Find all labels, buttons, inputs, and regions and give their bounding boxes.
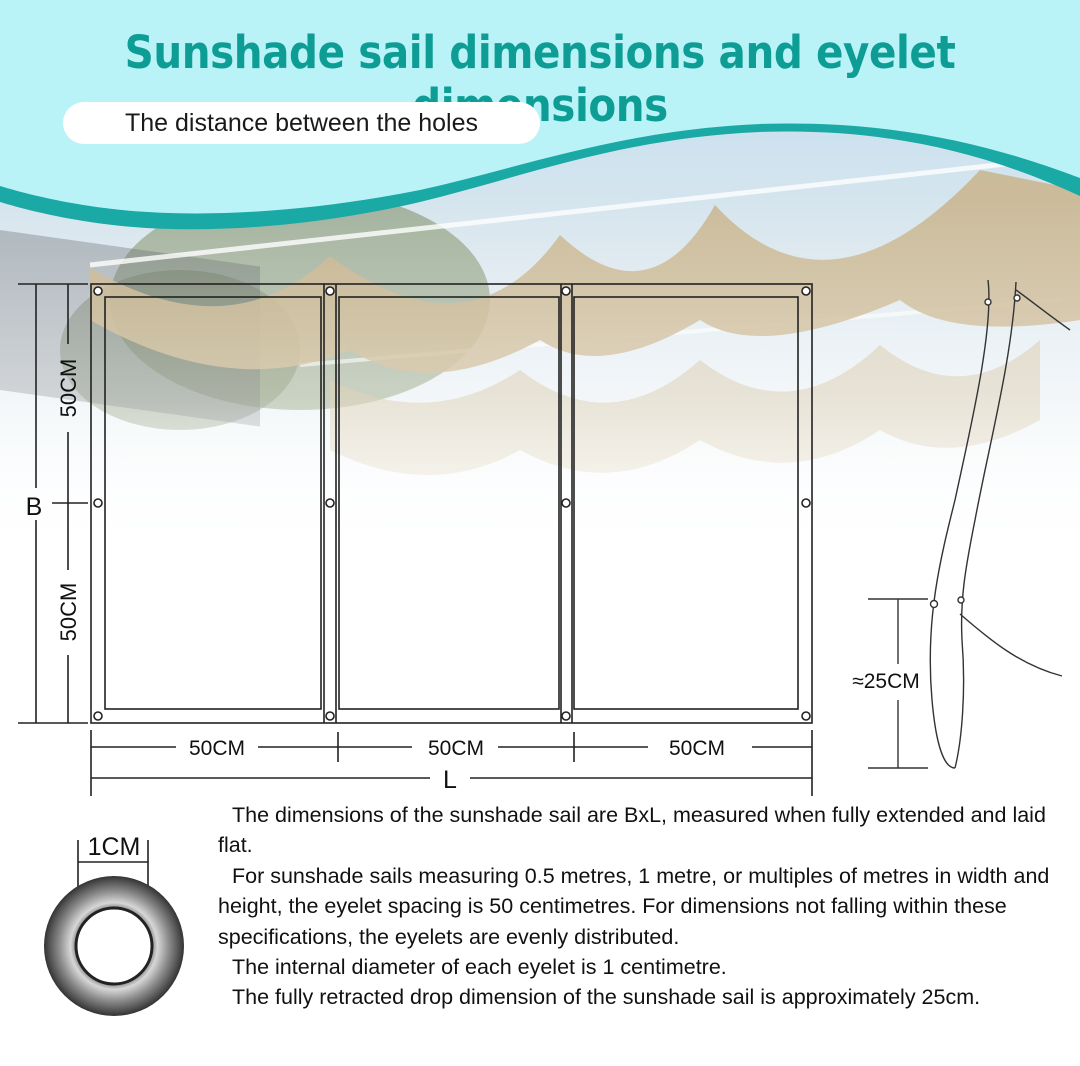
eyelet-hole: [325, 498, 335, 508]
description-paragraph-3: The internal diameter of each eyelet is …: [232, 955, 727, 980]
sail-panel-3: [573, 296, 799, 710]
eyelet-inner: [74, 906, 154, 986]
description-paragraph-2: For sunshade sails measuring 0.5 metres,…: [218, 863, 1050, 949]
eyelet-hole: [801, 286, 811, 296]
width-segment-3: 50CM: [669, 737, 725, 760]
sail-dimension-diagram: B 50CM 50CM 50CM 50CM 50CM L ≈25CM: [18, 279, 1071, 796]
height-segment-2: 50CM: [56, 583, 81, 642]
eyelet-hole: [93, 286, 103, 296]
eyelet-hole: [561, 498, 571, 508]
sail-panel-2: [338, 296, 560, 710]
header-wave: [0, 0, 1080, 230]
subtitle-text: The distance between the holes: [124, 108, 478, 137]
eyelet-label: 1CM: [88, 833, 141, 861]
eyelet-hole: [561, 286, 571, 296]
label-l: L: [443, 766, 457, 794]
eyelet-illustration: 1CM: [44, 833, 184, 1016]
width-segment-2: 50CM: [428, 737, 484, 760]
eyelet-hole: [801, 711, 811, 721]
eyelet-hole: [561, 711, 571, 721]
eyelet-hole: [325, 711, 335, 721]
width-segment-1: 50CM: [189, 737, 245, 760]
eyelet-hole: [93, 711, 103, 721]
height-segment-1: 50CM: [56, 359, 81, 418]
eyelet-hole: [325, 286, 335, 296]
retracted-profile: [868, 279, 1071, 769]
label-b: B: [26, 493, 43, 521]
description-paragraph-1: The dimensions of the sunshade sail are …: [218, 803, 1046, 858]
eyelet-holes: [93, 286, 811, 721]
eyelet-hole: [93, 498, 103, 508]
width-dimension: [90, 730, 813, 796]
canopy-illustration: [0, 170, 1080, 560]
sail-outline: [90, 283, 813, 724]
eyelet-hole: [801, 498, 811, 508]
drop-label: ≈25CM: [852, 670, 920, 693]
sail-panel-1: [104, 296, 322, 710]
subtitle-pill: The distance between the holes: [63, 102, 540, 144]
height-dimension: [18, 283, 88, 724]
description: The dimensions of the sunshade sail are …: [218, 800, 1058, 1013]
description-paragraph-4: The fully retracted drop dimension of th…: [232, 985, 981, 1010]
